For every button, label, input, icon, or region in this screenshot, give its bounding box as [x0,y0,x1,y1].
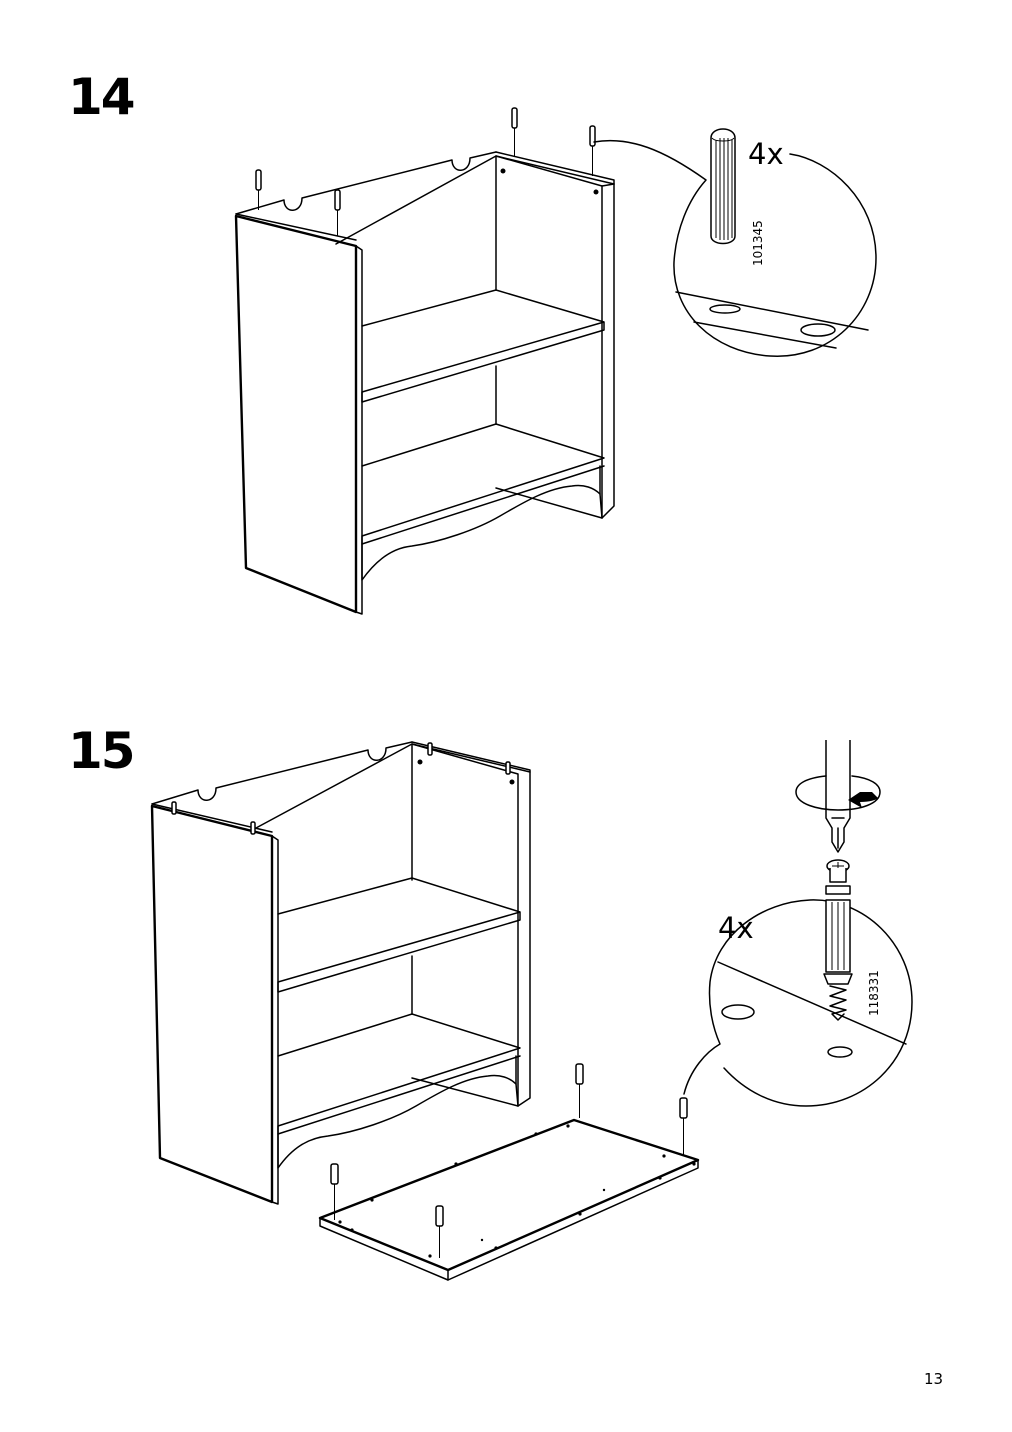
dowel-pins-14 [255,107,596,236]
cam-lock-dowel-icon [823,859,853,1021]
cam-dowels-15 [330,1063,688,1258]
step-15-quantity: 4x [718,911,754,945]
step-15-base-panel [318,1063,700,1281]
step-15-callout [683,740,913,1107]
step-15-bookcase [150,741,531,1205]
page-number: 13 [924,1370,944,1388]
step-14-quantity: 4x [748,137,784,171]
step-15-part-code: 118331 [867,970,881,1016]
wooden-dowel-icon [710,128,736,245]
step-14-bookcase [234,107,615,615]
step-14-callout [593,128,877,357]
step-15-number: 15 [68,722,136,780]
step-14-number: 14 [68,68,136,126]
step-14-part-code: 101345 [751,220,765,266]
screwdriver-icon [825,740,851,853]
rotate-arrow-icon [795,775,881,811]
